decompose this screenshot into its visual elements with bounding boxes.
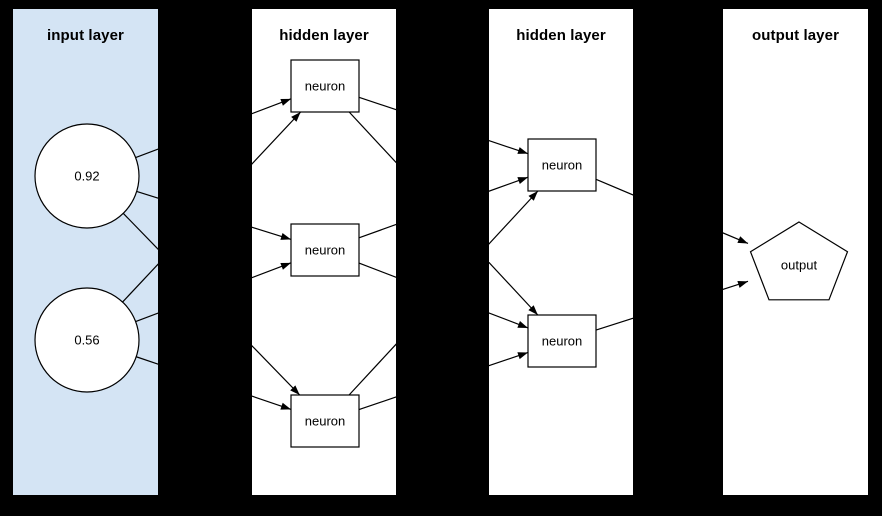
layer-canvas-output [723,221,849,301]
node-label: 0.56 [74,332,100,348]
connection-line [358,96,396,111]
connection-arrowhead [517,177,528,184]
connection-line [723,232,749,245]
connection-arrowhead [737,236,748,244]
connection-line [252,226,292,241]
node-label: output [780,257,818,273]
node-label: neuron [304,413,346,429]
connection-line [358,223,396,239]
connection-line [252,395,292,410]
connection-arrowhead [528,305,538,315]
layer-title-output: output layer [751,27,840,44]
connection-arrowhead [517,147,528,154]
connection-line [723,280,749,291]
node-label: neuron [304,242,346,258]
connection-line [358,396,396,411]
connection-line [595,317,633,331]
layer-title-input: input layer [47,27,124,44]
connection-line [252,262,292,279]
layer-panel-hidden2: hidden layer neuron neuron [489,9,633,495]
connection-line [252,344,301,396]
layer-panel-input: input layer 0.92 0.56 [13,9,158,495]
layer-title-hidden1: hidden layer [279,27,369,44]
connection-arrowhead [280,98,291,106]
connection-line [136,190,158,199]
connection-line [122,263,158,303]
connection-line [489,190,539,245]
node-label: 0.92 [74,168,100,184]
connection-arrowhead [290,385,300,395]
connection-line [136,356,158,365]
connection-line [489,312,529,329]
connection-line [135,148,158,159]
connection-line [252,111,302,165]
node-label: neuron [541,333,583,349]
connection-line [595,178,633,196]
connection-line [252,98,292,115]
node-label: neuron [541,157,583,173]
layer-canvas-hidden2 [489,138,633,368]
layer-title-hidden2: hidden layer [516,27,606,44]
connection-arrowhead [280,233,291,240]
connection-arrowhead [517,320,528,328]
layer-panel-hidden1: hidden layer neuron neuron neuron [252,9,396,495]
connection-line [489,176,529,192]
connection-line [358,262,396,278]
connection-line [489,351,529,367]
connection-arrowhead [280,402,291,410]
connection-line [489,140,529,155]
layer-canvas-input [34,123,158,393]
connection-arrowhead [737,280,748,288]
connection-line [135,312,158,323]
connection-line [489,261,539,316]
connection-arrowhead [517,352,528,360]
connection-arrowhead [280,262,291,270]
connection-line [348,111,396,164]
layer-panel-output: output layer output [723,9,868,495]
connection-line [122,212,158,250]
connection-line [348,343,396,396]
connection-arrowhead [291,112,301,122]
connection-arrowhead [528,191,538,201]
node-label: neuron [304,78,346,94]
